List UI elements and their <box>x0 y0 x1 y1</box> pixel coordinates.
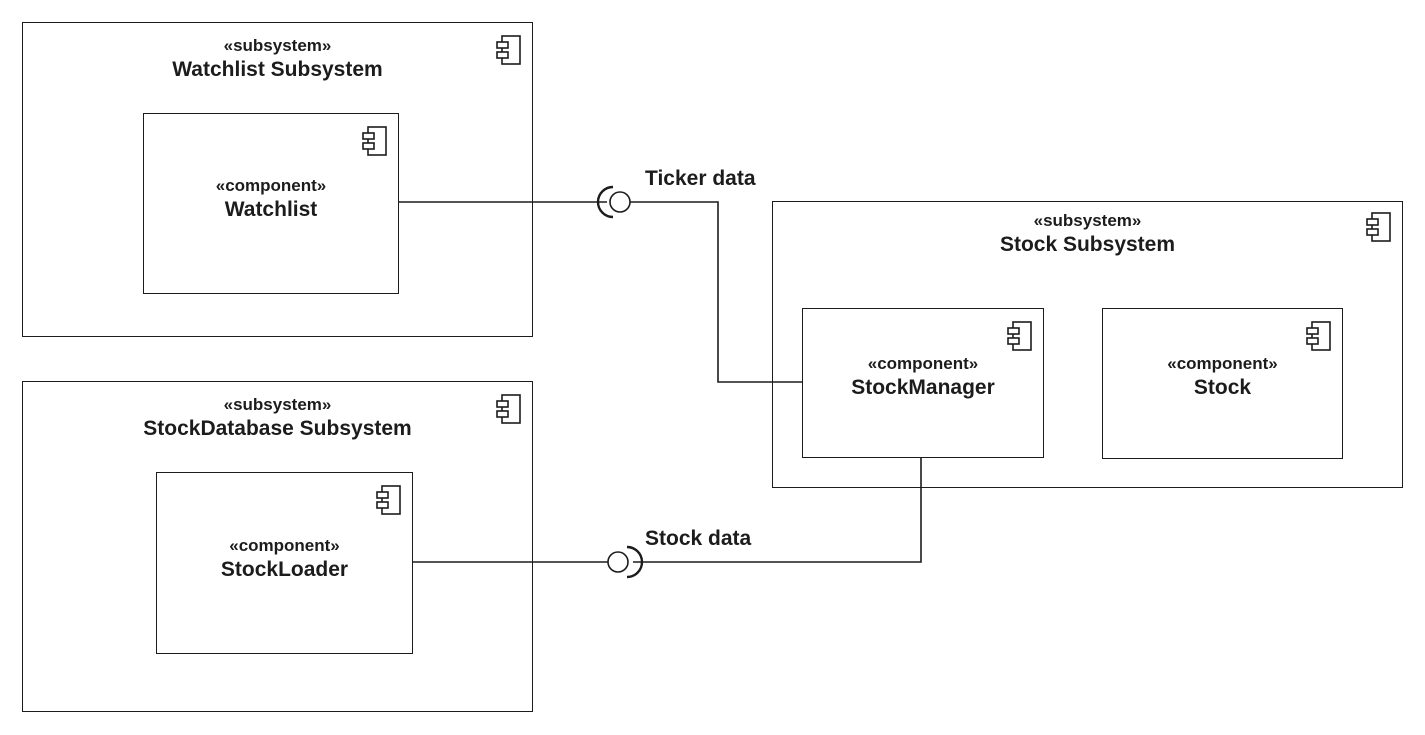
component-name: Stock <box>1193 376 1252 399</box>
component-icon <box>1306 321 1331 351</box>
component-name: StockManager <box>851 376 995 399</box>
component-watchlist: «component» Watchlist <box>143 113 399 294</box>
component-stock-loader: «component» StockLoader <box>156 472 413 654</box>
component-stock-manager: «component» StockManager <box>802 308 1044 458</box>
subsystem-stereotype: «subsystem» <box>223 395 332 414</box>
provided-interface-line <box>630 201 802 383</box>
ball-icon <box>609 191 631 213</box>
subsystem-stereotype: «subsystem» <box>223 36 332 55</box>
subsystem-stock-database: «subsystem» StockDatabase Subsystem «com… <box>22 381 533 712</box>
stock-data-connector <box>412 457 922 579</box>
component-icon <box>496 35 521 65</box>
component-stereotype: «component» <box>229 536 340 555</box>
component-icon <box>376 485 401 515</box>
component-stereotype: «component» <box>1167 354 1278 373</box>
ticker-data-connector <box>398 185 802 383</box>
interface-label-stock-data: Stock data <box>645 527 752 550</box>
subsystem-stock: «subsystem» Stock Subsystem «component» … <box>772 201 1403 488</box>
subsystem-stereotype: «subsystem» <box>1033 211 1142 230</box>
component-name: Watchlist <box>224 198 318 221</box>
interface-label-ticker-data: Ticker data <box>645 167 756 190</box>
required-interface-line <box>633 457 922 563</box>
component-name: StockLoader <box>220 558 349 581</box>
component-stock: «component» Stock <box>1102 308 1343 459</box>
socket-icon <box>596 185 614 219</box>
component-icon <box>362 126 387 156</box>
component-icon <box>1366 212 1391 242</box>
component-stereotype: «component» <box>215 176 327 195</box>
component-icon <box>1007 321 1032 351</box>
subsystem-name: StockDatabase Subsystem <box>143 417 412 440</box>
subsystem-name: Watchlist Subsystem <box>172 58 383 81</box>
component-icon <box>496 394 521 424</box>
component-stereotype: «component» <box>867 354 979 373</box>
ball-icon <box>607 551 629 573</box>
subsystem-name: Stock Subsystem <box>999 233 1176 256</box>
subsystem-watchlist: «subsystem» Watchlist Subsystem «compone… <box>22 22 533 337</box>
